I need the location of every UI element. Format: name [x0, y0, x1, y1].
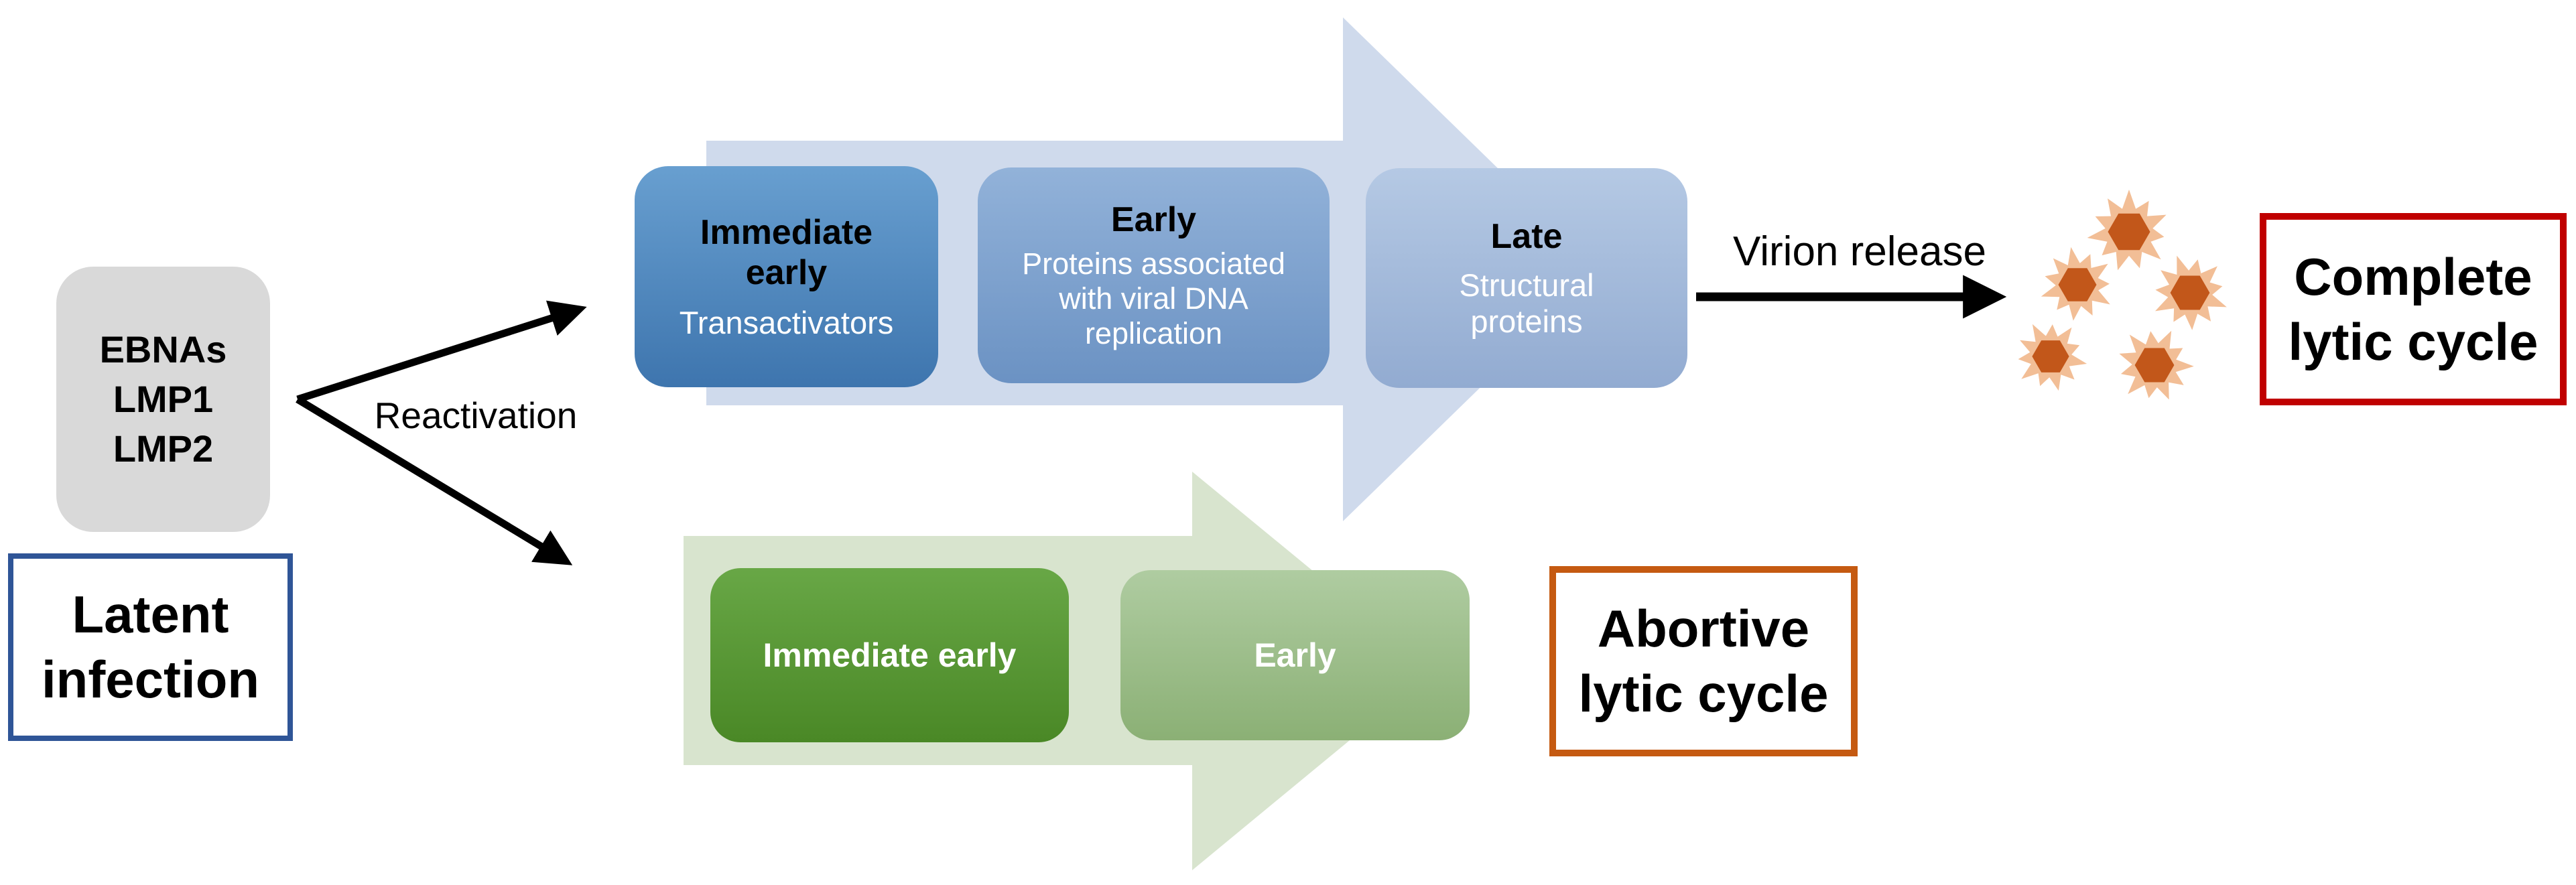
stage-late: Late Structural proteins — [1366, 168, 1687, 388]
reactivation-label: Reactivation — [374, 395, 578, 436]
reactivation-arrow-lower-icon — [296, 396, 573, 565]
latent-gene-label: EBNAs — [99, 328, 227, 370]
reactivation-arrow-upper-icon — [296, 300, 587, 403]
latent-infection-label-box: Latent infection — [8, 553, 293, 741]
virion-core-icon — [2170, 275, 2210, 310]
stage-title: Late — [1490, 217, 1563, 256]
virion-core-icon — [2134, 348, 2175, 383]
abortive-stage-early: Early — [1120, 570, 1470, 740]
abortive-lytic-cycle-label-box: Abortive lytic cycle — [1549, 566, 1858, 756]
virion-core-icon — [2058, 268, 2097, 301]
virion-core-icon — [2032, 340, 2069, 372]
latent-genes-box: EBNAs LMP1 LMP2 — [56, 267, 270, 532]
latent-gene-label: LMP1 — [113, 378, 214, 420]
virion-release-label: Virion release — [1733, 228, 1986, 275]
stage-immediate-early: Immediate early Transactivators — [635, 166, 938, 387]
stage-subtitle: Proteins associated with viral DNA repli… — [1022, 247, 1285, 350]
stage-early: Early Proteins associated with viral DNA… — [978, 167, 1330, 383]
virion-cluster — [2018, 190, 2227, 400]
stage-title: Early — [1110, 200, 1197, 239]
complete-lytic-cycle-label-box: Complete lytic cycle — [2260, 213, 2567, 405]
stage-subtitle: Structural proteins — [1459, 267, 1594, 339]
stage-subtitle: Transactivators — [679, 305, 894, 340]
abortive-stage-immediate-early: Immediate early — [710, 568, 1069, 742]
latent-gene-label: LMP2 — [113, 427, 214, 470]
virion-core-icon — [2108, 213, 2150, 251]
stage-title: Immediate early — [700, 213, 873, 292]
